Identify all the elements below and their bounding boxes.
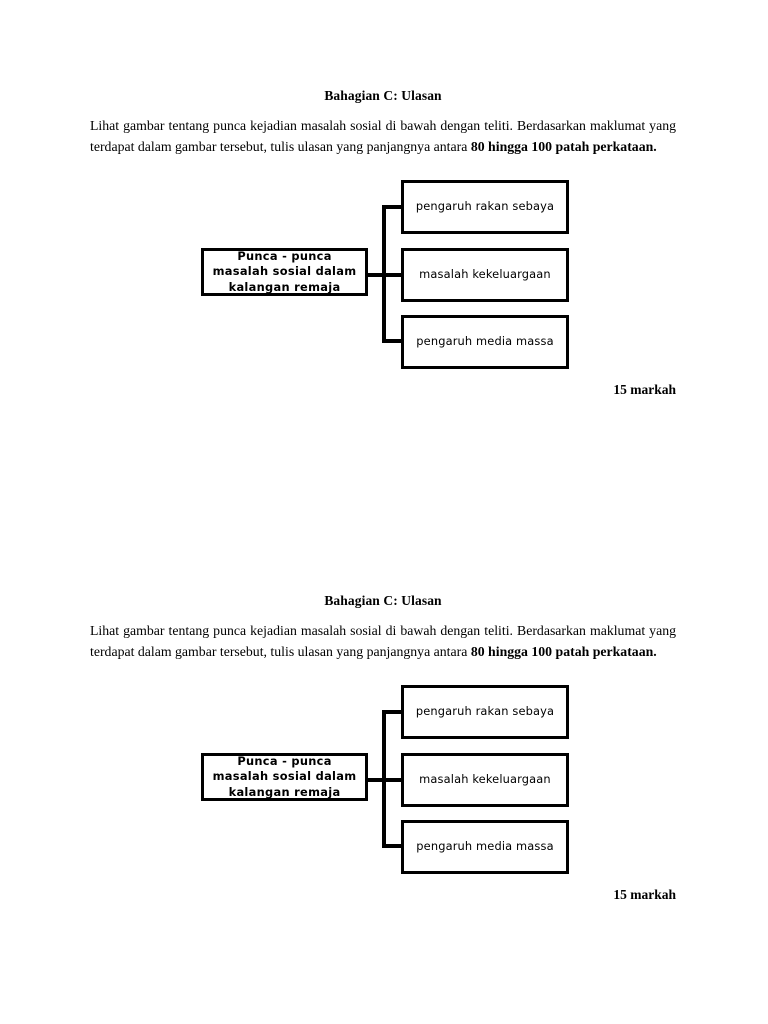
diagram-root-node: Punca - punca masalah sosial dalam kalan… xyxy=(201,753,368,801)
connector-root-stub xyxy=(366,778,386,782)
connector-branch-3-stub xyxy=(382,844,404,848)
instruction-paragraph: Lihat gambar tentang punca kejadian masa… xyxy=(90,621,676,662)
diagram-branch-node-2: masalah kekeluargaan xyxy=(401,753,569,807)
connector-branch-1-stub xyxy=(382,205,404,209)
connector-branch-3-stub xyxy=(382,339,404,343)
diagram-root-node: Punca - punca masalah sosial dalam kalan… xyxy=(201,248,368,296)
instruction-text-bold: 80 hingga 100 patah perkataan. xyxy=(470,138,657,154)
page-title: Bahagian C: Ulasan xyxy=(324,593,442,608)
page-title: Bahagian C: Ulasan xyxy=(324,88,442,103)
diagram-branch-node-2: masalah kekeluargaan xyxy=(401,248,569,302)
instruction-text-plain: Lihat gambar tentang punca kejadian masa… xyxy=(90,623,676,659)
connector-branch-2-stub xyxy=(382,778,404,782)
exam-section-1: Bahagian C: Ulasan Lihat gambar tentang … xyxy=(0,0,768,420)
instruction-text-plain: Lihat gambar tentang punca kejadian masa… xyxy=(90,118,676,154)
connector-branch-1-stub xyxy=(382,710,404,714)
mind-map-diagram: Punca - punca masalah sosial dalam kalan… xyxy=(0,178,768,388)
marks-label: 15 markah xyxy=(613,887,676,902)
diagram-branch-node-3: pengaruh media massa xyxy=(401,820,569,874)
instruction-paragraph: Lihat gambar tentang punca kejadian masa… xyxy=(90,116,676,157)
mind-map-diagram: Punca - punca masalah sosial dalam kalan… xyxy=(0,683,768,893)
diagram-branch-node-1: pengaruh rakan sebaya xyxy=(401,180,569,234)
exam-section-2: Bahagian C: Ulasan Lihat gambar tentang … xyxy=(0,505,768,925)
connector-branch-2-stub xyxy=(382,273,404,277)
diagram-branch-node-1: pengaruh rakan sebaya xyxy=(401,685,569,739)
marks-label: 15 markah xyxy=(613,382,676,397)
diagram-branch-node-3: pengaruh media massa xyxy=(401,315,569,369)
connector-root-stub xyxy=(366,273,386,277)
instruction-text-bold: 80 hingga 100 patah perkataan. xyxy=(470,643,657,659)
